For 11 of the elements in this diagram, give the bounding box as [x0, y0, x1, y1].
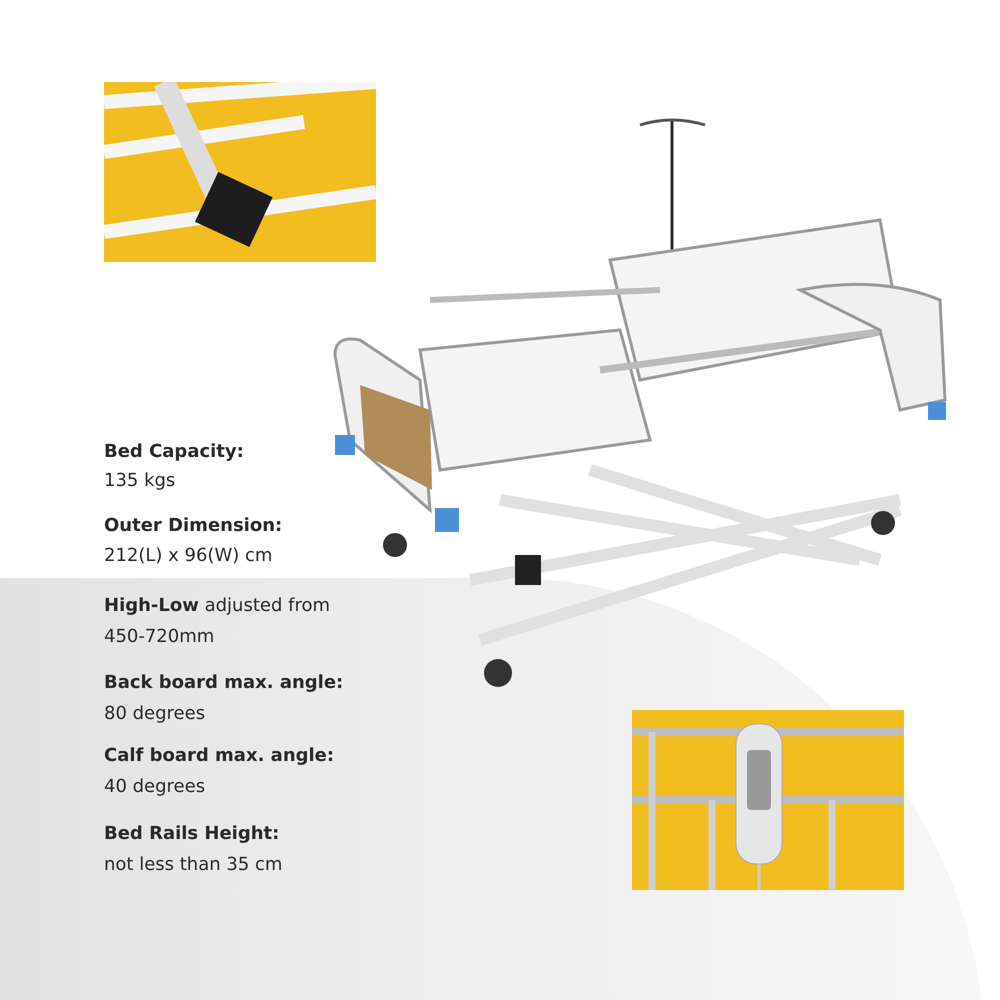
spec-heading: Bed Rails Height: [104, 822, 280, 846]
spec-value: not less than 35 cm [104, 853, 284, 877]
spec-heading: Calf board max. angle: [104, 744, 336, 768]
spec-heading: Back board max. angle: [104, 671, 344, 695]
spec-heading: Outer Dimension: [104, 514, 284, 538]
spec-value: 135 kgs [104, 469, 176, 493]
spec-value: High-Low adjusted from 450-720mm [104, 594, 332, 649]
spec-value: 40 degrees [104, 775, 206, 799]
spec-value: 80 degrees [104, 702, 206, 726]
spec-value: 212(L) x 96(W) cm [104, 544, 274, 568]
spec-heading: Bed Capacity: [104, 440, 245, 464]
